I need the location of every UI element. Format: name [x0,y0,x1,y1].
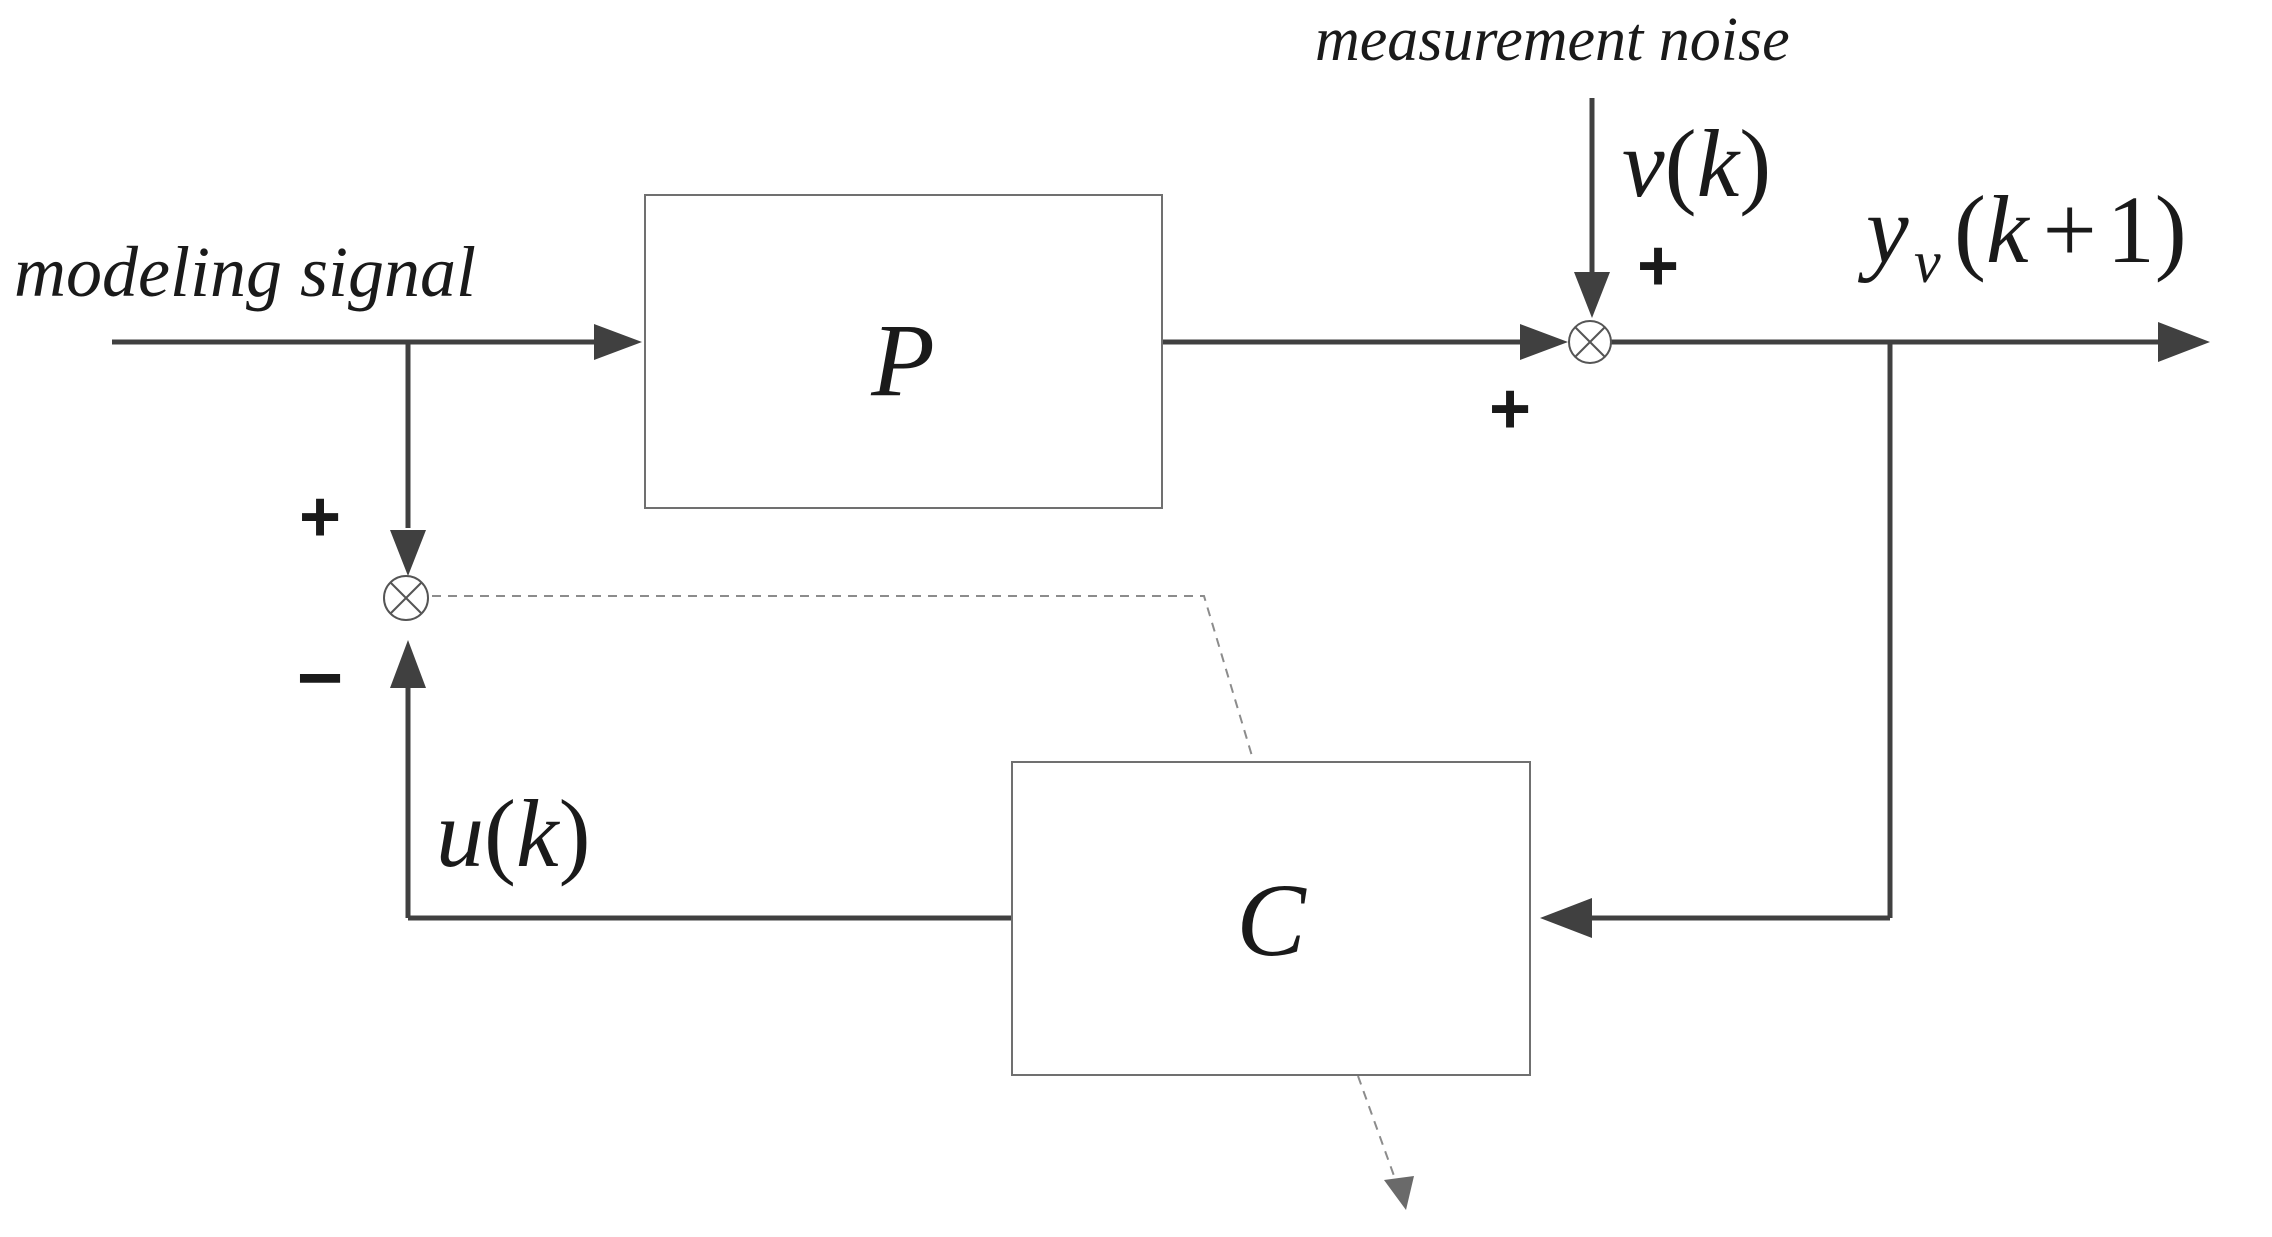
sign-plant-input: + [1489,369,1531,449]
controller-label: C [1236,863,1307,978]
plant-block: P [644,194,1163,509]
dashed-controller-output [1357,1075,1403,1199]
control-signal-label: u(k) [436,780,591,887]
arrowhead-into-lower-sum-top [390,530,426,576]
dashed-error-to-controller [432,595,1253,757]
arrowhead-dashed-down [1384,1176,1414,1210]
modeling-signal-label: modeling signal [14,232,476,312]
sign-noise-input: + [1637,226,1679,306]
sign-feedback-input: − [297,633,344,722]
arrowhead-output [2158,322,2210,362]
arrowhead-into-plant [594,324,642,360]
output-signal-label: y v (k+1) [1857,176,2187,295]
controller-block: C [1011,761,1531,1076]
upper-summing-junction [1568,320,1612,364]
sign-labels: + + + − [297,226,1679,722]
noise-signal-label: v(k) [1622,110,1771,217]
svg-text:v: v [1914,229,1941,295]
sign-signal-input: + [299,477,341,557]
arrowhead-into-lower-sum-bottom [390,640,426,688]
measurement-noise-label: measurement noise [1315,6,1790,74]
plant-label: P [870,303,935,418]
adaptation-path [432,595,1414,1210]
arrowheads [390,272,2210,938]
arrowhead-noise-down [1574,272,1610,318]
signal-wires [112,98,2160,921]
arrowhead-into-controller [1540,898,1592,938]
svg-text:(k+1): (k+1) [1954,176,2187,283]
svg-text:y: y [1857,176,1909,283]
lower-summing-junction [383,575,429,621]
arrowhead-into-upper-sum [1520,324,1568,360]
